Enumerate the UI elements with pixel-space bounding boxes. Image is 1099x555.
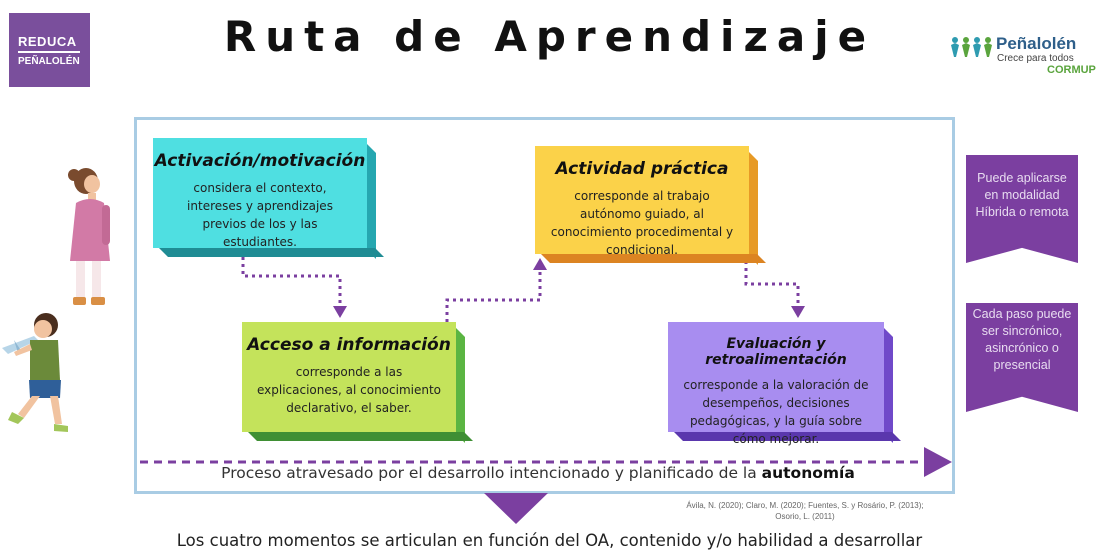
logo-right-org: CORMUP [1047,64,1096,76]
step-activacion-text: considera el contexto, intereses y apren… [187,181,333,249]
citation-line1: Ávila, N. (2020); Claro, M. (2020); Fuen… [686,501,924,510]
connector-practica-evaluacion [744,254,800,308]
page-title: Ruta de Aprendizaje [223,12,876,61]
logo-left-line1: REDUCA [18,34,80,53]
logo-left-line2: PEÑALOLÉN [18,55,80,67]
penalolen-logo: Peñalolén Crece para todos CORMUP [950,34,1096,78]
step-evaluacion-text: corresponde a la valoración de desempeño… [683,378,869,446]
process-arrowhead [924,447,952,477]
side-note-sincronia: Cada paso puede ser sincrónico, asincrón… [966,303,1078,412]
connector-acceso-practica [445,268,542,322]
step-activacion: Activación/motivación considera el conte… [153,138,384,259]
step-practica: Actividad práctica corresponde al trabaj… [535,146,766,265]
people-logo-icon [951,37,992,57]
step-practica-text: corresponde al trabajo autónomo guiado, … [550,189,734,257]
step-acceso-text: corresponde a las explicaciones, al cono… [256,365,442,415]
boy-airplane-illustration [2,313,68,432]
citation: Ávila, N. (2020); Claro, M. (2020); Fuen… [650,500,960,522]
connector-activacion-acceso [241,250,342,308]
arrowhead-acceso [333,306,347,318]
logo-right-name: Peñalolén [996,34,1077,53]
logo-right-tagline: Crece para todos [997,53,1074,64]
step-acceso-title: Acceso a información [247,335,451,355]
citation-line2: Osorio, L. (2011) [775,512,835,521]
step-evaluacion-title: Evaluación y retroalimentación [705,336,847,368]
step-evaluacion: Evaluación y retroalimentación correspon… [668,322,901,446]
reduca-logo: REDUCA PEÑALOLÉN [9,13,90,87]
step-activacion-title: Activación/motivación [154,151,366,171]
footer-text: Los cuatro momentos se articulan en func… [176,531,923,550]
process-text: Proceso atravesado por el desarrollo int… [221,464,757,482]
process-caption: Proceso atravesado por el desarrollo int… [150,464,926,482]
arrowhead-evaluacion [791,306,805,318]
arrowhead-practica [533,258,547,270]
side-note-modalidad: Puede aplicarse en modalidad Híbrida o r… [966,155,1078,263]
bottom-triangle [484,493,548,524]
step-practica-title: Actividad práctica [555,159,729,179]
girl-illustration [68,168,110,305]
process-emphasis: autonomía [761,464,855,482]
step-acceso: Acceso a información corresponde a las e… [242,322,473,443]
